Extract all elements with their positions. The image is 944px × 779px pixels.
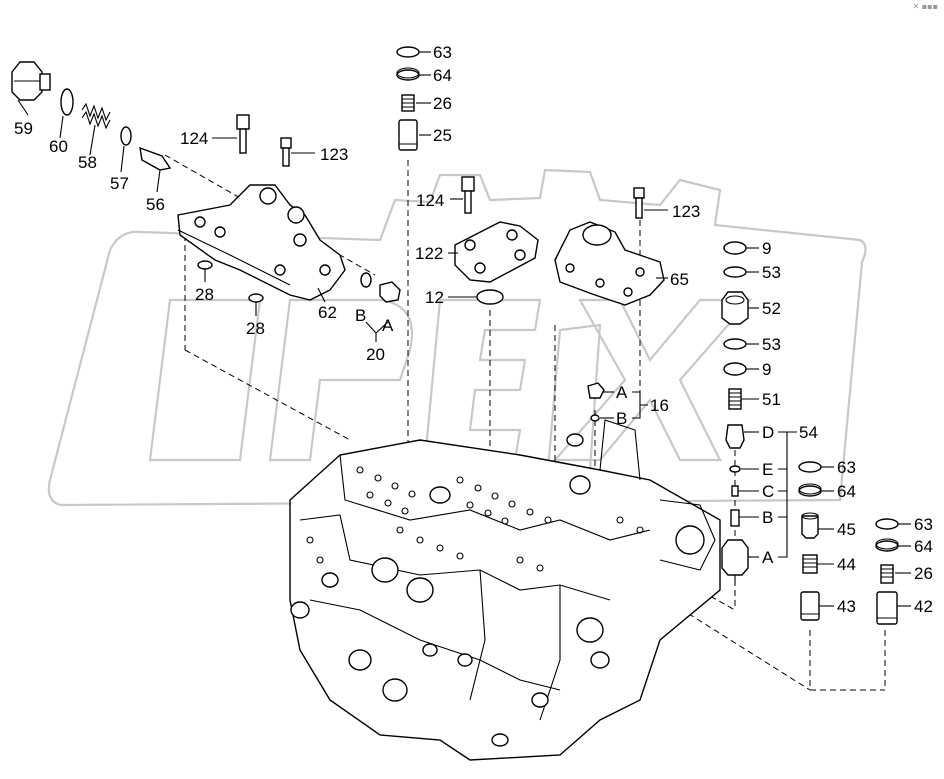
label-51: 51 — [762, 390, 781, 409]
label-122: 122 — [415, 244, 443, 263]
label-58: 58 — [78, 153, 97, 172]
label-54-B: B — [762, 508, 773, 527]
o-ring-9-a — [723, 241, 747, 255]
label-57: 57 — [110, 174, 129, 193]
spring-26-top — [401, 94, 415, 112]
washer-57 — [120, 126, 132, 146]
poppet-56 — [139, 146, 172, 171]
label-63-mid: 63 — [837, 458, 856, 477]
poppet-45 — [801, 512, 819, 539]
plug-59 — [11, 61, 51, 101]
backup-ring-64-mid — [798, 483, 822, 497]
plug-16 — [587, 382, 605, 422]
label-56: 56 — [146, 195, 165, 214]
backup-ring-64-right — [875, 538, 899, 552]
plug-25 — [398, 119, 418, 151]
o-ring-12 — [476, 289, 504, 305]
pin-54-C — [731, 485, 739, 497]
label-20-A: A — [382, 316, 394, 335]
label-123-left: 123 — [320, 145, 348, 164]
label-43: 43 — [837, 597, 856, 616]
spring-26-right — [880, 564, 894, 584]
cover-122 — [454, 221, 539, 283]
pilot-cover-62 — [177, 184, 346, 301]
plug-42 — [876, 591, 898, 625]
cover-65 — [554, 221, 665, 306]
o-ring-60 — [60, 88, 74, 116]
label-16-A: A — [616, 383, 628, 402]
label-28-b: 28 — [246, 319, 265, 338]
bolt-123-right — [633, 187, 645, 219]
bolt-124-left — [236, 114, 250, 154]
pin-54-B — [730, 509, 740, 527]
label-60: 60 — [49, 137, 68, 156]
spool-54-D — [725, 424, 745, 449]
label-53-b: 53 — [762, 335, 781, 354]
sleeve-54-A — [721, 539, 749, 585]
label-45: 45 — [837, 520, 856, 539]
label-9-a: 9 — [762, 239, 771, 258]
spring-51 — [728, 388, 742, 410]
backup-ring-53-b — [723, 338, 747, 350]
bolt-123-left — [280, 137, 292, 167]
label-54-A: A — [762, 548, 774, 567]
o-ring-63-right — [875, 518, 899, 530]
o-ring-9-b — [723, 362, 747, 376]
o-ring-28-a — [197, 260, 213, 270]
label-54-C: C — [762, 482, 774, 501]
control-valve-body — [289, 419, 721, 761]
label-124-center: 124 — [416, 191, 444, 210]
label-28-a: 28 — [195, 285, 214, 304]
backup-ring-53-a — [723, 266, 747, 278]
label-16: 16 — [650, 396, 669, 415]
plug-43 — [800, 591, 820, 621]
corner-mark: ✕ ▪▪▪ — [912, 2, 938, 11]
backup-ring-64-top — [396, 67, 420, 81]
label-53-a: 53 — [762, 263, 781, 282]
label-42: 42 — [914, 597, 933, 616]
plug-20 — [360, 272, 401, 303]
label-59: 59 — [14, 119, 33, 138]
label-124-left: 124 — [180, 129, 208, 148]
label-64-top: 64 — [433, 66, 452, 85]
label-9-b: 9 — [762, 360, 771, 379]
label-64-mid: 64 — [837, 482, 856, 501]
label-65: 65 — [670, 270, 689, 289]
label-52: 52 — [762, 299, 781, 318]
bolt-124-center — [461, 176, 475, 214]
label-26-right: 26 — [914, 564, 933, 583]
label-123-right: 123 — [672, 202, 700, 221]
label-63-right: 63 — [914, 515, 933, 534]
plug-52 — [721, 291, 749, 325]
label-44: 44 — [837, 555, 856, 574]
label-20-B: B — [355, 306, 366, 325]
spring-44 — [802, 554, 818, 574]
ring-54-E — [729, 465, 741, 473]
o-ring-63-top — [396, 46, 420, 58]
label-63-top: 63 — [433, 43, 452, 62]
label-54: 54 — [799, 423, 818, 442]
label-16-B: B — [616, 409, 627, 428]
label-12: 12 — [425, 288, 444, 307]
leader-62 — [317, 287, 326, 303]
label-20: 20 — [366, 345, 385, 364]
bracket-54 — [778, 431, 797, 558]
label-54-D: D — [762, 423, 774, 442]
o-ring-63-mid — [798, 461, 822, 473]
label-62: 62 — [318, 303, 337, 322]
spring-58 — [81, 102, 111, 130]
label-64-right: 64 — [914, 537, 933, 556]
label-25: 25 — [433, 126, 452, 145]
bracket-16 — [632, 391, 648, 419]
o-ring-28-b — [248, 293, 264, 303]
leader-lines-left — [17, 99, 161, 193]
label-26-top: 26 — [433, 94, 452, 113]
label-54-E: E — [762, 460, 773, 479]
